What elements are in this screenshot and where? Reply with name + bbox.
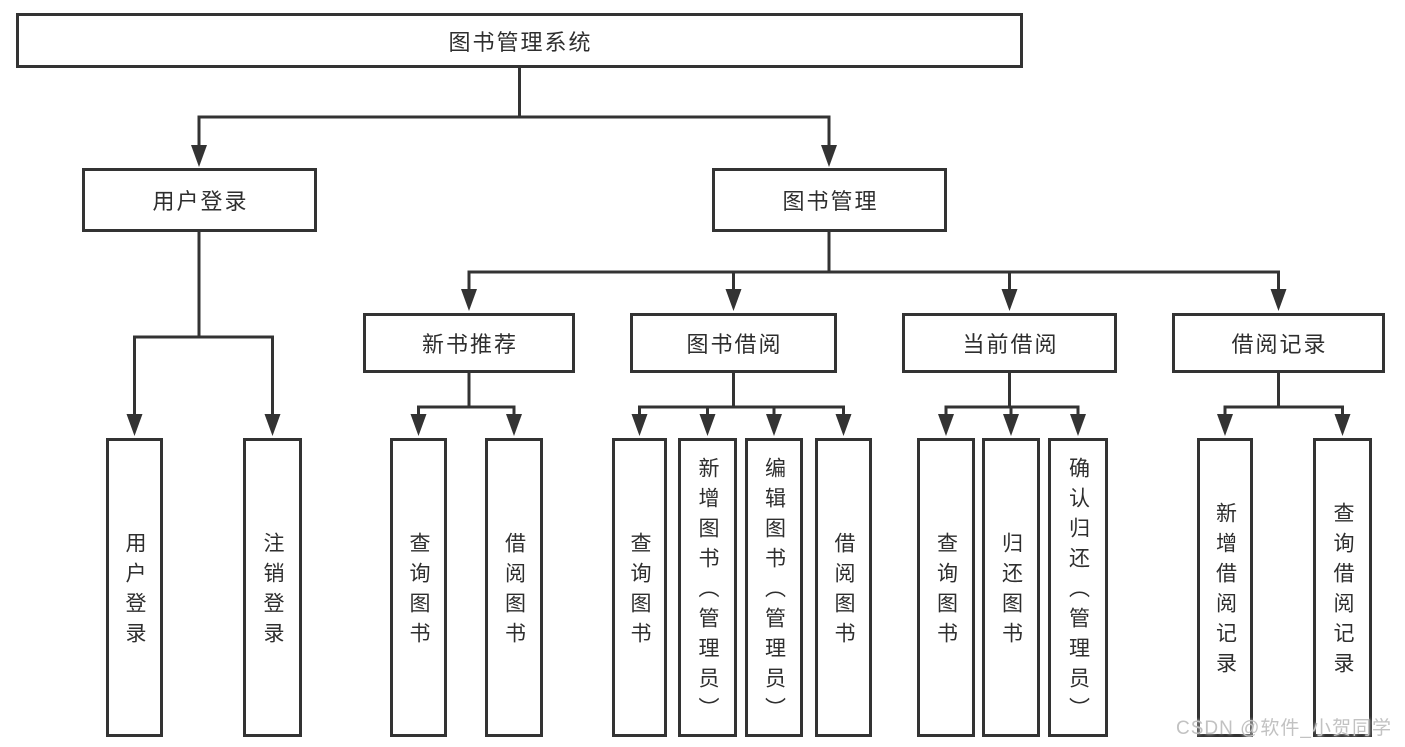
leaf-query-books-current-label: 查询图书 <box>934 532 958 652</box>
leaf-edit-books-admin-label: 编辑图书（管理员） <box>762 457 786 727</box>
leaf-query-books-borrow-label: 查询图书 <box>628 532 651 652</box>
leaf-query-borrow-record: 查询借阅记录 <box>1313 438 1372 737</box>
leaf-borrow-books-recommend-label: 借阅图书 <box>502 532 526 652</box>
node-borrow-records: 借阅记录 <box>1172 313 1385 373</box>
node-new-book-recommend: 新书推荐 <box>363 313 575 373</box>
leaf-logout-label: 注销登录 <box>261 532 284 652</box>
leaf-return-books-label: 归还图书 <box>999 532 1023 652</box>
leaf-confirm-return-admin-label: 确认归还（管理员） <box>1066 457 1090 727</box>
node-current-borrow: 当前借阅 <box>902 313 1117 373</box>
leaf-query-books-borrow: 查询图书 <box>612 438 667 737</box>
node-book-management-label: 图书管理 <box>782 189 879 214</box>
node-book-borrow-label: 图书借阅 <box>686 332 783 357</box>
leaf-user-login-label: 用户登录 <box>123 532 146 652</box>
node-book-management: 图书管理 <box>712 168 947 232</box>
leaf-logout: 注销登录 <box>243 438 302 737</box>
leaf-borrow-books-recommend: 借阅图书 <box>485 438 543 737</box>
leaf-borrow-books-label: 借阅图书 <box>832 532 855 652</box>
leaf-borrow-books: 借阅图书 <box>815 438 872 737</box>
node-current-borrow-label: 当前借阅 <box>962 332 1059 357</box>
leaf-user-login: 用户登录 <box>106 438 163 737</box>
leaf-confirm-return-admin: 确认归还（管理员） <box>1048 438 1108 737</box>
leaf-query-books-recommend: 查询图书 <box>390 438 447 737</box>
watermark: CSDN @软件_小贺同学 <box>1176 718 1392 739</box>
node-user-login-label: 用户登录 <box>152 189 249 214</box>
leaf-add-borrow-record: 新增借阅记录 <box>1197 438 1253 737</box>
leaf-query-books-recommend-label: 查询图书 <box>407 532 430 652</box>
leaf-add-borrow-record-label: 新增借阅记录 <box>1213 502 1237 682</box>
node-library-system: 图书管理系统 <box>16 13 1023 68</box>
leaf-return-books: 归还图书 <box>982 438 1040 737</box>
leaf-add-books-admin-label: 新增图书（管理员） <box>696 457 719 727</box>
node-borrow-records-label: 借阅记录 <box>1231 332 1328 357</box>
node-user-login: 用户登录 <box>82 168 317 232</box>
node-new-book-recommend-label: 新书推荐 <box>421 332 518 357</box>
leaf-add-books-admin: 新增图书（管理员） <box>678 438 737 737</box>
leaf-query-books-current: 查询图书 <box>917 438 975 737</box>
leaf-query-borrow-record-label: 查询借阅记录 <box>1331 502 1354 682</box>
leaf-edit-books-admin: 编辑图书（管理员） <box>745 438 803 737</box>
node-book-borrow: 图书借阅 <box>630 313 837 373</box>
node-library-system-label: 图书管理系统 <box>448 29 593 55</box>
